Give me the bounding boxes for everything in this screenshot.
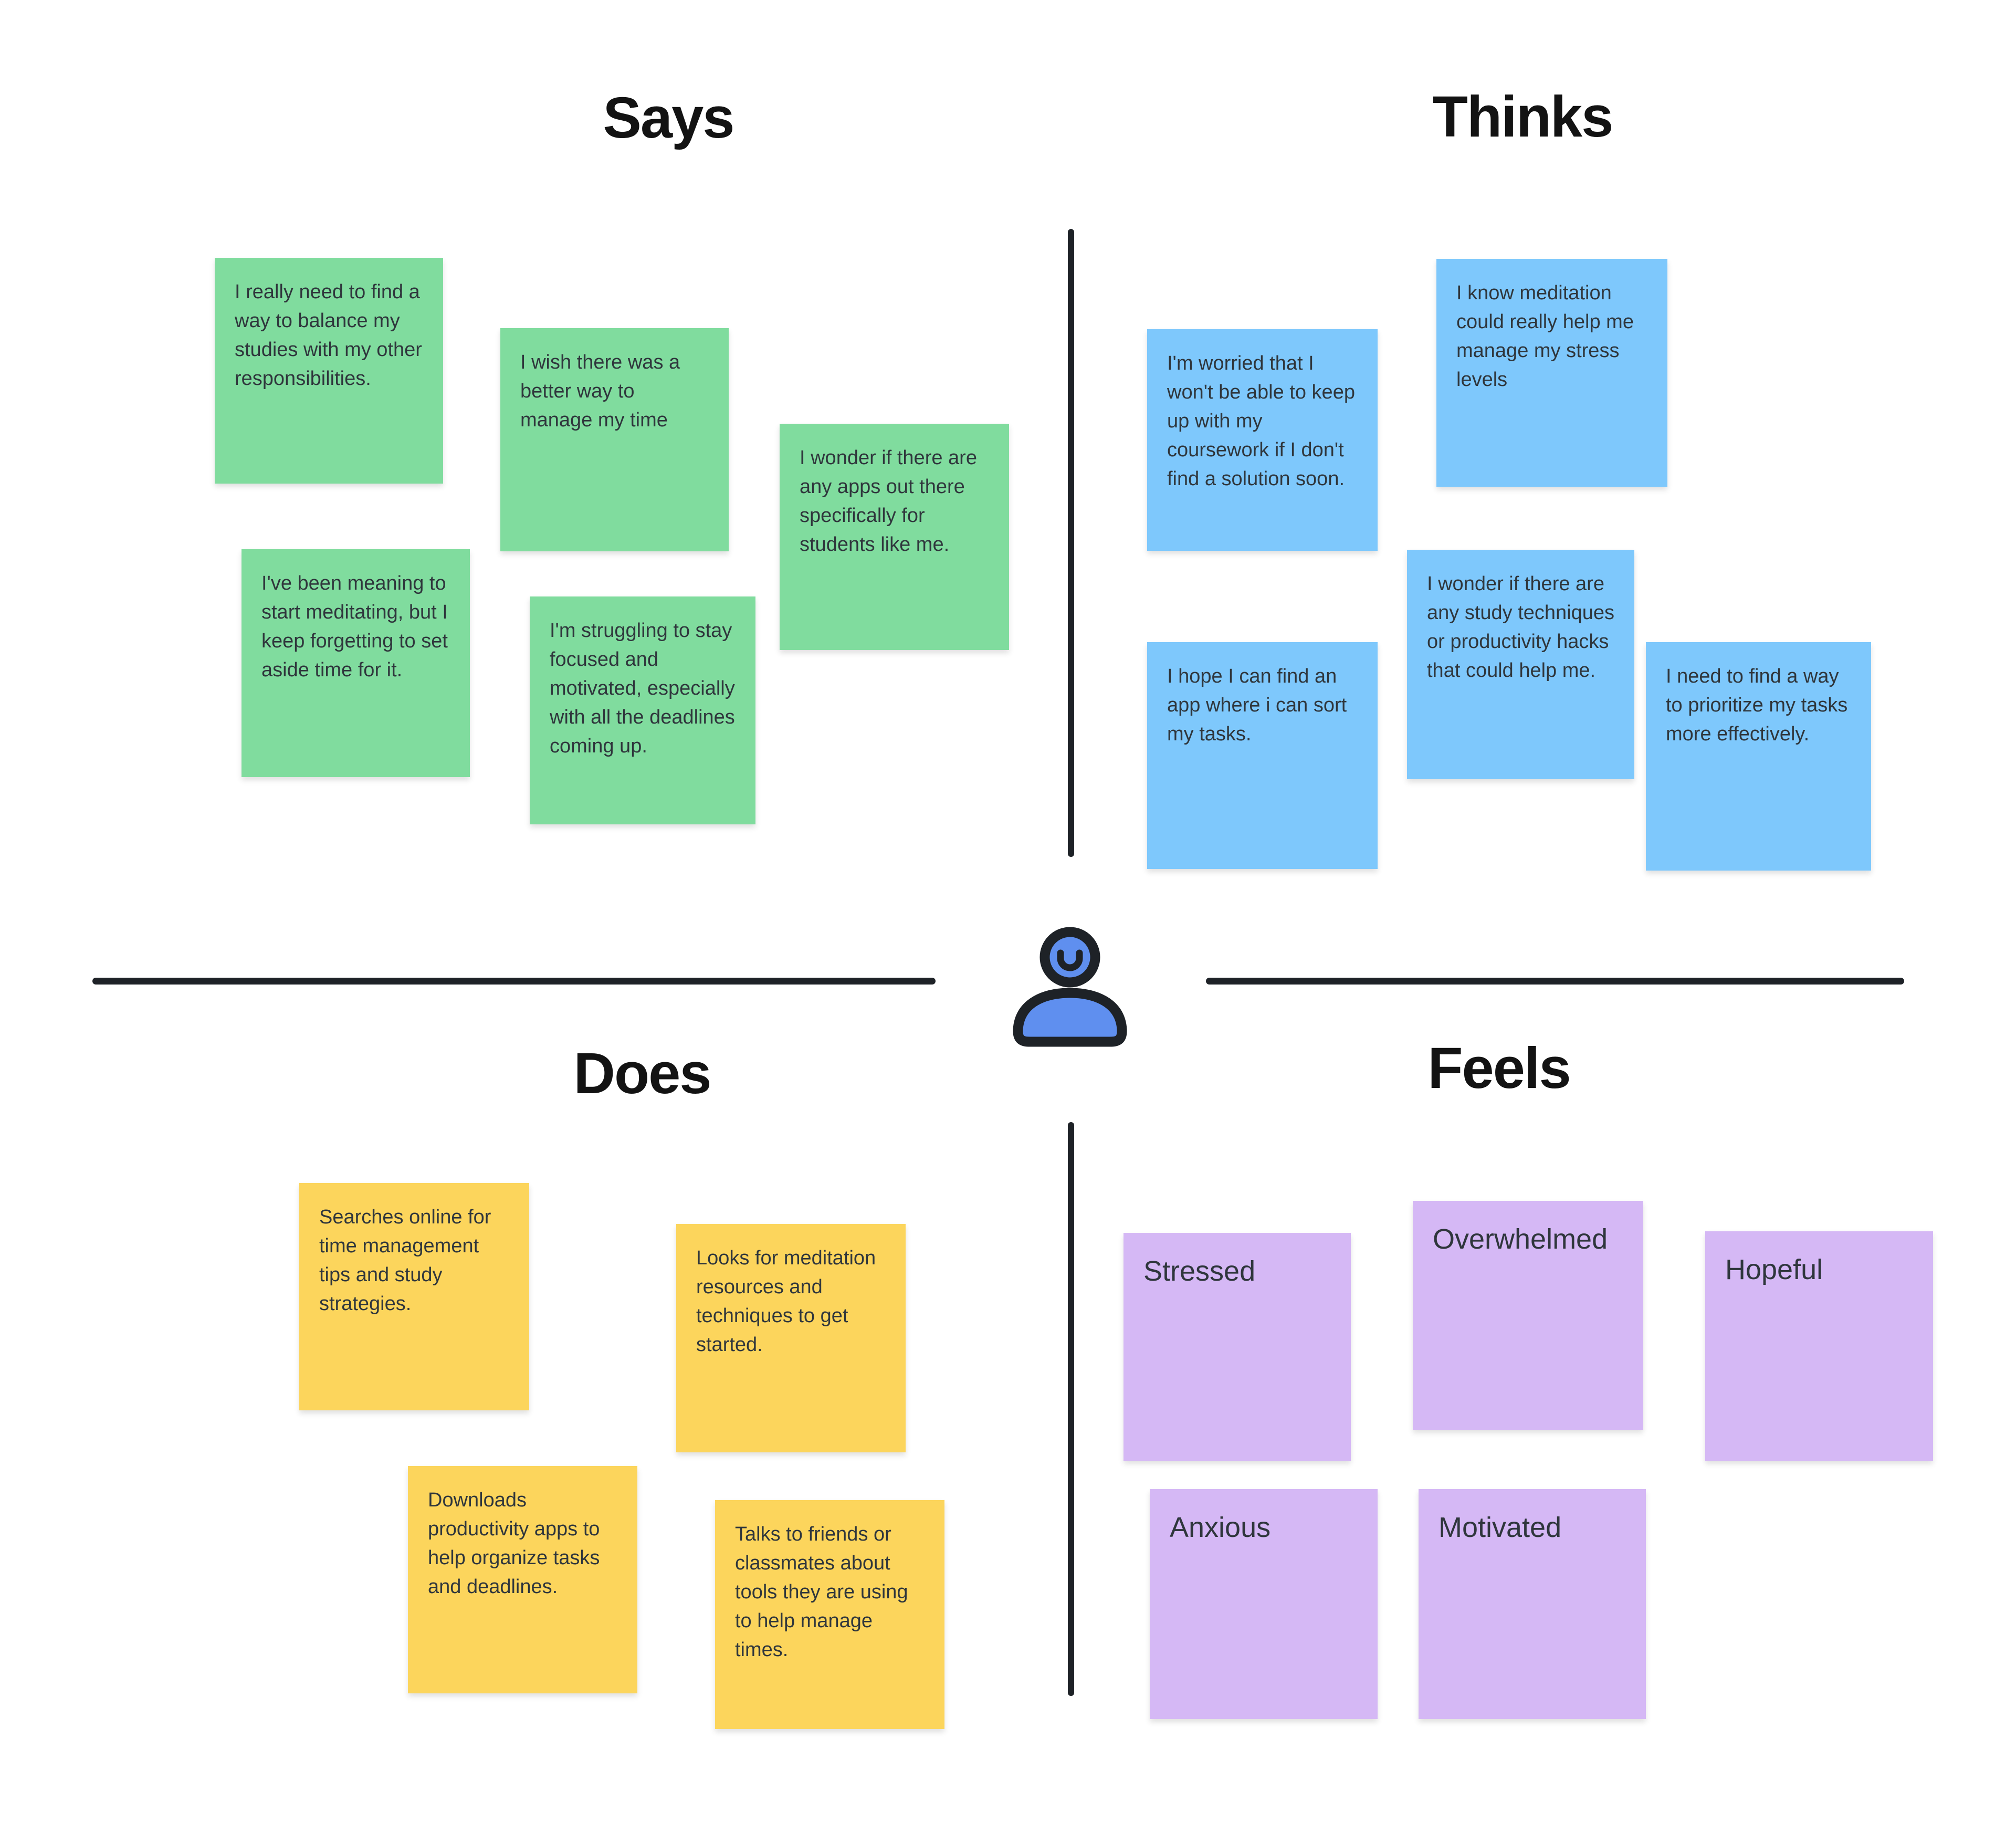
person-smile-icon xyxy=(1057,949,1083,971)
sticky-note-says-3[interactable]: I wonder if there are any apps out there… xyxy=(780,424,1009,650)
sticky-note-does-2[interactable]: Looks for meditation resources and techn… xyxy=(676,1224,906,1452)
divider-horizontal-right xyxy=(1206,978,1904,985)
sticky-note-feels-2[interactable]: Overwhelmed xyxy=(1413,1201,1643,1430)
sticky-note-thinks-1[interactable]: I know meditation could really help me m… xyxy=(1436,259,1667,487)
sticky-note-says-4[interactable]: I've been meaning to start meditating, b… xyxy=(242,549,470,777)
quadrant-title-does: Does xyxy=(573,1041,712,1106)
quadrant-title-says: Says xyxy=(603,86,735,150)
divider-vertical-top xyxy=(1068,229,1074,857)
person-body xyxy=(1013,988,1127,1047)
sticky-note-says-2[interactable]: I wish there was a better way to manage … xyxy=(500,328,729,551)
sticky-note-says-1[interactable]: I really need to find a way to balance m… xyxy=(215,258,443,484)
sticky-note-feels-5[interactable]: Motivated xyxy=(1419,1489,1646,1719)
sticky-note-feels-3[interactable]: Hopeful xyxy=(1705,1231,1933,1461)
sticky-note-does-4[interactable]: Talks to friends or classmates about too… xyxy=(715,1500,944,1729)
sticky-note-thinks-2[interactable]: I'm worried that I won't be able to keep… xyxy=(1147,329,1378,551)
divider-horizontal-left xyxy=(92,978,936,985)
person-head xyxy=(1040,927,1100,988)
person-icon xyxy=(1013,927,1127,1047)
sticky-note-says-5[interactable]: I'm struggling to stay focused and motiv… xyxy=(530,596,755,824)
divider-vertical-bottom xyxy=(1068,1122,1074,1696)
sticky-note-thinks-5[interactable]: I need to find a way to prioritize my ta… xyxy=(1646,642,1871,871)
sticky-note-does-1[interactable]: Searches online for time management tips… xyxy=(299,1183,529,1410)
sticky-note-thinks-3[interactable]: I wonder if there are any study techniqu… xyxy=(1407,550,1634,779)
sticky-note-feels-4[interactable]: Anxious xyxy=(1150,1489,1378,1719)
quadrant-title-thinks: Thinks xyxy=(1432,85,1613,149)
sticky-note-thinks-4[interactable]: I hope I can find an app where i can sor… xyxy=(1147,642,1378,869)
sticky-note-does-3[interactable]: Downloads productivity apps to help orga… xyxy=(408,1466,637,1693)
sticky-note-feels-1[interactable]: Stressed xyxy=(1124,1233,1351,1461)
quadrant-title-feels: Feels xyxy=(1427,1036,1571,1101)
